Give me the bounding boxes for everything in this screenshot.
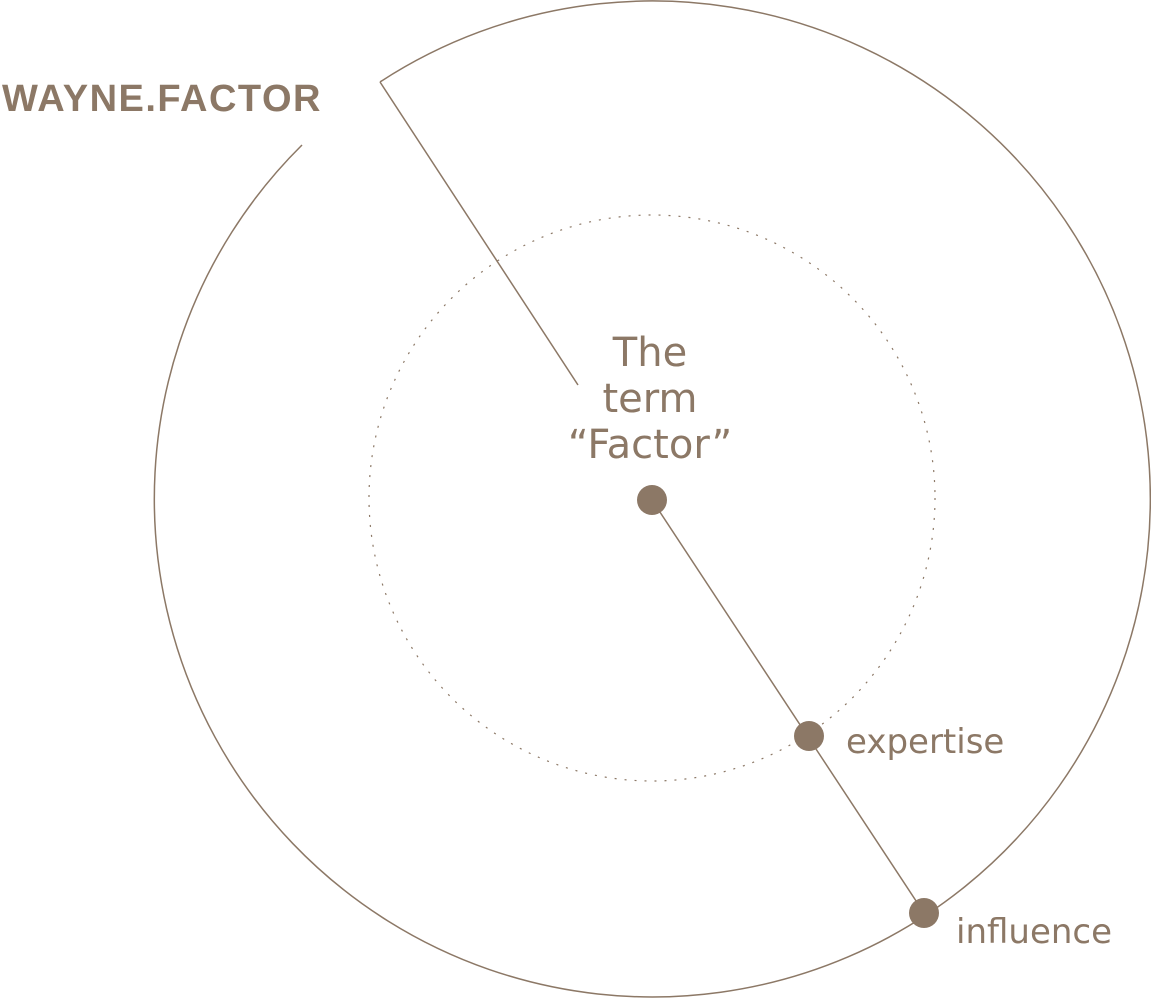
outer-circle	[153, 0, 1151, 998]
expertise-node-dot	[794, 721, 824, 751]
center-label-line-2: term	[602, 376, 698, 422]
influence-label: influence	[956, 912, 1113, 952]
brand-title: WAYNE.FACTOR	[2, 78, 322, 120]
center-label: The term “Factor”	[540, 330, 760, 468]
expertise-label: expertise	[846, 722, 1005, 762]
brand-pointer-line	[379, 81, 579, 386]
influence-node-dot	[909, 898, 939, 928]
inner-dotted-circle	[368, 214, 936, 782]
radial-line	[651, 499, 925, 914]
center-label-line-3: “Factor”	[567, 422, 733, 468]
center-node-dot	[637, 485, 667, 515]
center-label-line-1: The	[612, 330, 688, 376]
